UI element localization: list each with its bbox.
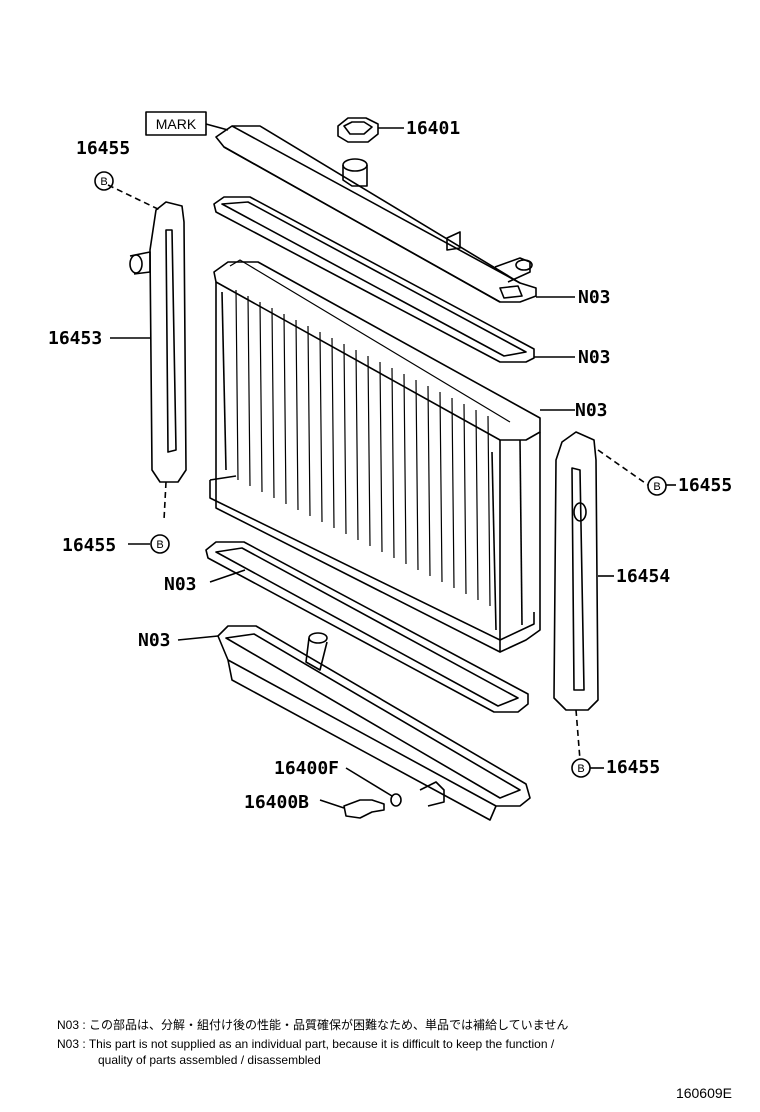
right-support-bracket <box>553 431 676 769</box>
mark-box <box>145 111 207 136</box>
note-en-text-2: quality of parts assembled / disassemble… <box>98 1053 321 1067</box>
part-label-bolt-right-bottom: 16455 <box>606 757 660 778</box>
radiator-cap <box>337 117 404 143</box>
part-label-tank-top: N03 <box>578 287 611 308</box>
lower-gasket <box>205 541 529 713</box>
note-jp-text: この部品は、分解・組付け後の性能・品質確保が困難なため、単品では補給していません <box>89 1018 569 1032</box>
bolt-marker-letter: B <box>653 481 660 493</box>
note-jp-prefix: N03 : <box>57 1018 86 1032</box>
part-label-support-right: 16454 <box>616 566 670 587</box>
note-en-prefix: N03 : <box>57 1037 86 1051</box>
left-support-bracket <box>107 184 187 545</box>
mark-label: MARK <box>156 116 197 132</box>
drain-cock-assembly <box>319 767 402 819</box>
bolt-marker-letter: B <box>100 176 107 188</box>
part-label-bolt-left-top: 16455 <box>76 138 130 159</box>
bolt-marker-letter: B <box>156 539 163 551</box>
bolt-marker-left-bottom <box>150 534 170 554</box>
part-label-cap: 16401 <box>406 118 460 139</box>
bolt-marker-right-bottom <box>571 758 591 778</box>
bolt-marker-right-top <box>647 476 667 496</box>
part-label-o-ring: 16400F <box>274 758 339 779</box>
part-label-gasket-bottom: N03 <box>164 574 197 595</box>
radiator-core <box>209 259 575 653</box>
note-english-line2: quality of parts assembled / disassemble… <box>98 1053 321 1067</box>
note-en-text-1: This part is not supplied as an individu… <box>88 1037 555 1051</box>
upper-gasket <box>213 196 575 363</box>
note-english-line1: N03 : This part is not supplied as an in… <box>57 1037 554 1051</box>
part-label-bolt-left-bottom: 16455 <box>62 535 116 556</box>
diagram-code: 160609E <box>675 1085 732 1101</box>
upper-tank <box>205 123 575 303</box>
part-label-drain-cock: 16400B <box>244 792 309 813</box>
part-label-support-left: 16453 <box>48 328 102 349</box>
bolt-marker-letter: B <box>577 763 584 775</box>
part-label-gasket-top: N03 <box>578 347 611 368</box>
part-label-bolt-right-top: 16455 <box>678 475 732 496</box>
bolt-marker-left-top <box>94 171 114 191</box>
lower-tank <box>177 625 531 821</box>
note-japanese: N03 : この部品は、分解・組付け後の性能・品質確保が困難なため、単品では補給… <box>57 1016 568 1033</box>
part-label-core: N03 <box>575 400 608 421</box>
part-label-tank-bottom: N03 <box>138 630 171 651</box>
